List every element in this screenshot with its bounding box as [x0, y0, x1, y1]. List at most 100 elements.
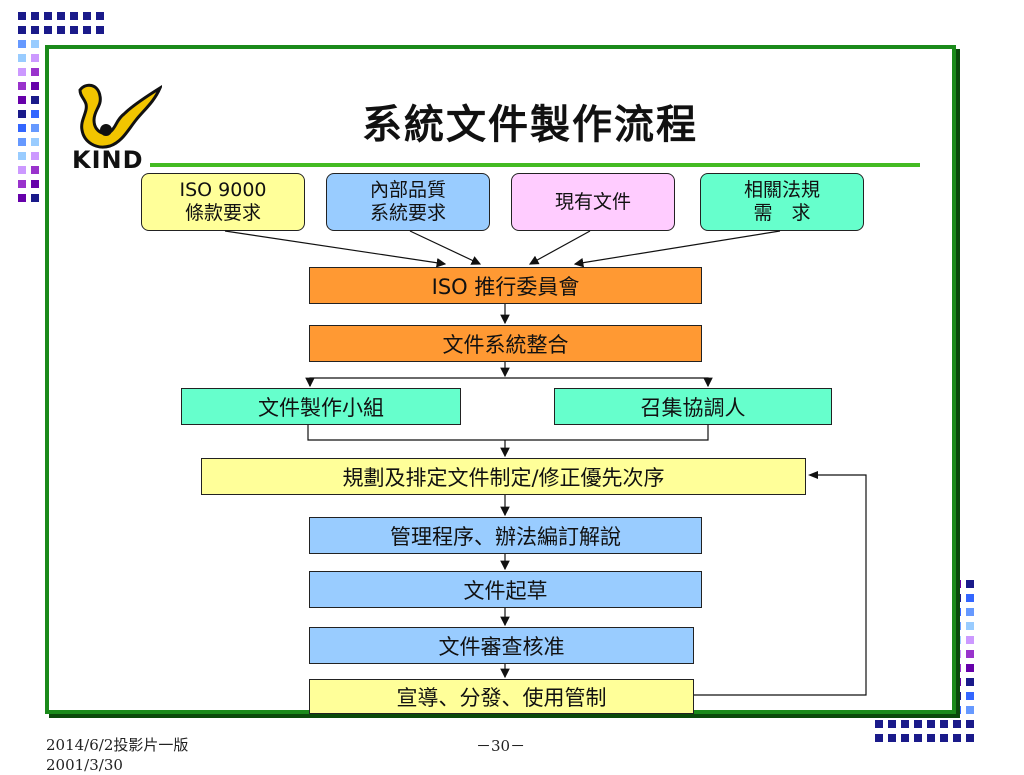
- arrow-regs-to-committee: [573, 230, 781, 268]
- source-line1: 相關法規: [743, 179, 820, 201]
- decorative-dot: [914, 734, 922, 742]
- decorative-dot: [966, 594, 974, 602]
- source-existing-docs: 現有文件: [511, 173, 675, 231]
- decorative-dot: [966, 608, 974, 616]
- decorative-dot: [31, 12, 39, 20]
- arrow-existing-to-committee: [528, 230, 591, 265]
- decorative-dot: [18, 82, 26, 90]
- decorative-dot: [953, 636, 961, 644]
- decorative-dot: [901, 720, 909, 728]
- step-coordinator: 召集協調人: [554, 388, 832, 425]
- decorative-dot: [953, 608, 961, 616]
- decorative-dot: [940, 734, 948, 742]
- source-line1: 現有文件: [554, 190, 631, 213]
- decorative-dot: [953, 622, 961, 630]
- decorative-dot: [966, 664, 974, 672]
- decorative-dot: [31, 96, 39, 104]
- decorative-dot: [888, 734, 896, 742]
- title-underline: [150, 163, 920, 167]
- decorative-dot: [57, 26, 65, 34]
- decorative-dot: [18, 194, 26, 202]
- bird-icon: [78, 83, 164, 149]
- decorative-dot: [96, 12, 104, 20]
- decorative-dot: [83, 12, 91, 20]
- arrow-internal-to-committee: [409, 230, 482, 265]
- source-line1: 內部品質: [369, 179, 446, 201]
- decorative-dot: [914, 720, 922, 728]
- source-line2: 條款要求: [184, 202, 261, 224]
- step-team: 文件製作小組: [181, 388, 461, 425]
- decorative-dot: [966, 734, 974, 742]
- decorative-dot: [953, 706, 961, 714]
- source-internal-quality: 內部品質 系統要求: [326, 173, 490, 231]
- decorative-dot: [31, 138, 39, 146]
- source-iso9000: ISO 9000 條款要求: [141, 173, 305, 231]
- decorative-dot: [966, 650, 974, 658]
- decorative-dot: [888, 720, 896, 728]
- decorative-dot: [953, 594, 961, 602]
- decorative-dot: [953, 580, 961, 588]
- decorative-dot: [31, 68, 39, 76]
- decorative-dot: [875, 734, 883, 742]
- decorative-dot: [31, 26, 39, 34]
- footer-version: 2014/6/2投影片一版 2001/3/30: [46, 735, 188, 775]
- decorative-dot: [31, 40, 39, 48]
- join-connector: [307, 425, 709, 441]
- decorative-dot: [927, 734, 935, 742]
- decorative-dot: [18, 152, 26, 160]
- decorative-dot: [70, 12, 78, 20]
- decorative-dot: [31, 152, 39, 160]
- source-line2: 系統要求: [369, 202, 446, 224]
- page-number: －30－: [476, 737, 526, 755]
- feedback-loop: [694, 474, 867, 696]
- feedback-arrowhead: [808, 471, 818, 479]
- decorative-dot: [18, 180, 26, 188]
- decorative-dot: [31, 166, 39, 174]
- decorative-dot: [953, 664, 961, 672]
- decorative-dot: [875, 720, 883, 728]
- decorative-dot: [31, 54, 39, 62]
- decorative-dot: [83, 26, 91, 34]
- decorative-dot: [18, 54, 26, 62]
- decorative-dot: [18, 12, 26, 20]
- logo-text: KIND: [72, 146, 144, 174]
- page-title: 系統文件製作流程: [362, 102, 698, 148]
- decorative-dot: [31, 124, 39, 132]
- decorative-dot: [966, 622, 974, 630]
- decorative-dot: [18, 96, 26, 104]
- decorative-dot: [44, 12, 52, 20]
- decorative-dot: [18, 40, 26, 48]
- decorative-dot: [18, 138, 26, 146]
- decorative-dot: [966, 706, 974, 714]
- decorative-dot: [31, 110, 39, 118]
- kind-bird-logo: KIND: [72, 80, 164, 180]
- decorative-dot: [44, 26, 52, 34]
- source-regulations: 相關法規 需 求: [700, 173, 864, 231]
- source-line1: ISO 9000: [179, 179, 267, 201]
- decorative-dot: [31, 180, 39, 188]
- decorative-dot: [966, 692, 974, 700]
- decorative-dot: [31, 82, 39, 90]
- decorative-dot: [953, 650, 961, 658]
- decorative-dot: [927, 720, 935, 728]
- decorative-dot: [96, 26, 104, 34]
- decorative-dot: [18, 166, 26, 174]
- decorative-dot: [31, 194, 39, 202]
- decorative-dot: [18, 110, 26, 118]
- decorative-dot: [953, 678, 961, 686]
- decorative-dot: [901, 734, 909, 742]
- decorative-dot: [953, 692, 961, 700]
- arrow-iso-to-committee: [224, 230, 447, 268]
- footer-line2: 2001/3/30: [46, 756, 123, 774]
- footer-line1: 2014/6/2投影片一版: [46, 736, 189, 754]
- decorative-dot: [18, 68, 26, 76]
- step-drafting: 文件起草: [309, 571, 702, 608]
- decorative-dot: [70, 26, 78, 34]
- step-distribution: 宣導、分發、使用管制: [309, 679, 694, 714]
- decorative-dot: [18, 124, 26, 132]
- decorative-dot: [57, 12, 65, 20]
- decorative-dot: [966, 636, 974, 644]
- step-committee: ISO 推行委員會: [309, 267, 702, 304]
- decorative-dot: [953, 720, 961, 728]
